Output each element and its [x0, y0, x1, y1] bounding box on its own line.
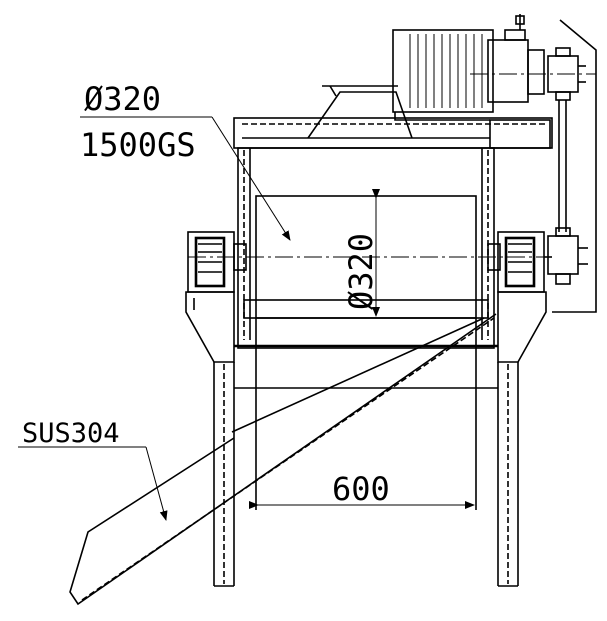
- bearing-right: [487, 231, 552, 293]
- leader-roller: [80, 116, 291, 241]
- motor-assembly: [392, 14, 596, 121]
- discharge-chute: [69, 313, 497, 606]
- chain-drive: [547, 19, 597, 313]
- side-plate-right: [497, 291, 547, 363]
- leader-material: [18, 446, 168, 521]
- width-dimension-label: 600: [332, 470, 390, 508]
- bearing-left: [187, 231, 247, 293]
- vertical-diameter-label: Ø320: [342, 233, 380, 310]
- feed-hopper: [307, 85, 413, 139]
- side-plate-left: [185, 291, 235, 363]
- material-label: SUS304: [22, 418, 120, 449]
- roller-spec-label: 1500GS: [80, 126, 196, 164]
- roller-diameter-label: Ø320: [84, 80, 161, 118]
- leg-right: [497, 362, 519, 587]
- top-frame: [233, 117, 553, 149]
- leg-left: [213, 362, 235, 587]
- roller-housing: [188, 147, 545, 510]
